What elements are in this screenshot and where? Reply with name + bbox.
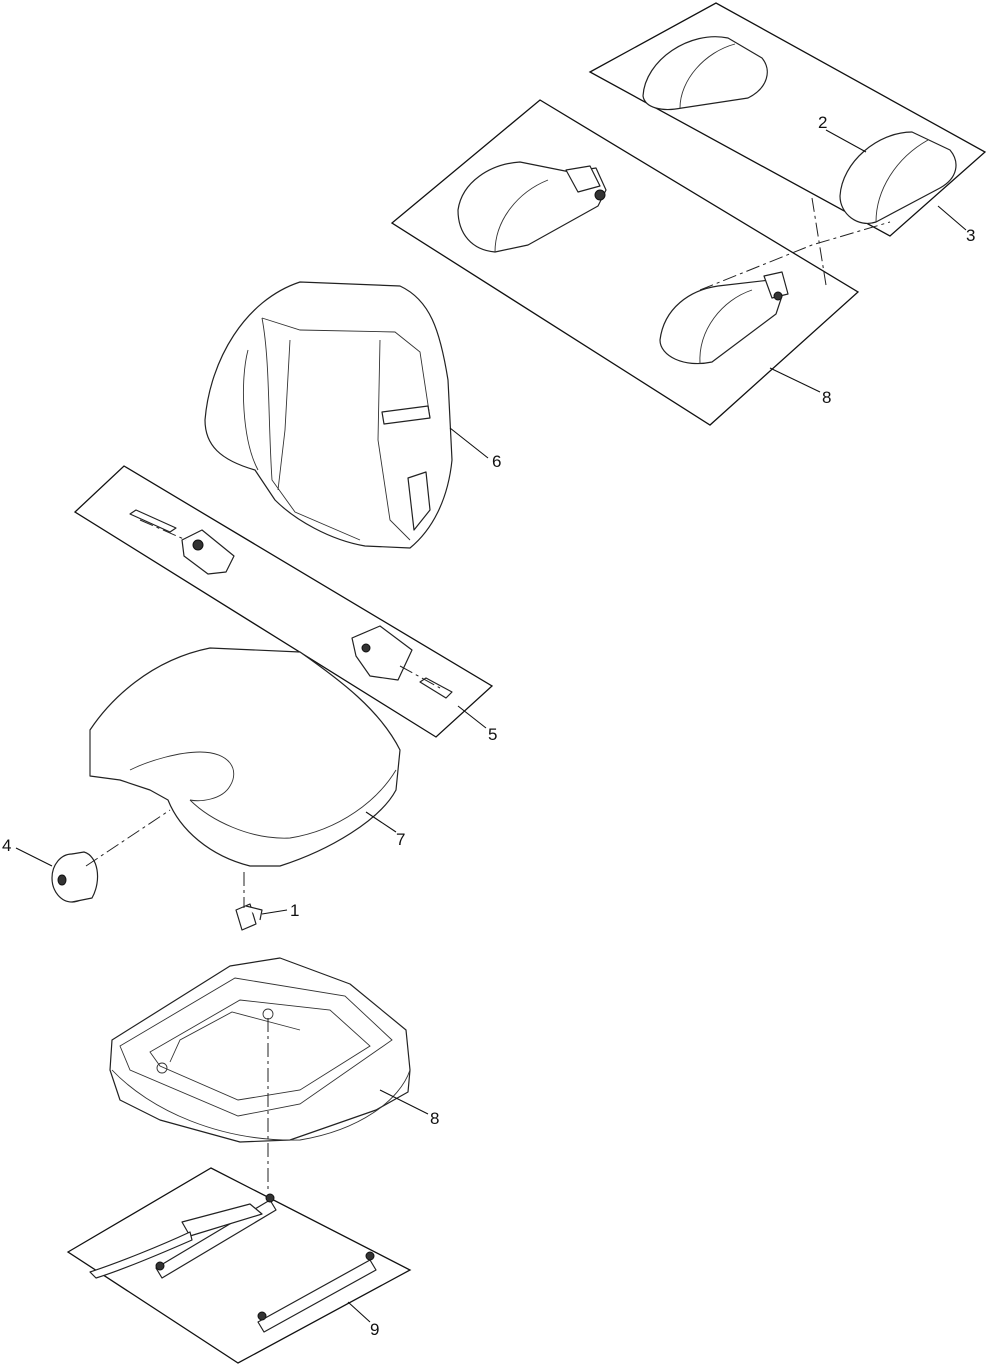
clip-part bbox=[235, 903, 263, 931]
slide-rail-with-lever bbox=[89, 1193, 277, 1279]
seat-pan bbox=[109, 957, 411, 1143]
seat-belt-kit-panel bbox=[73, 465, 494, 738]
callout-6: 6 bbox=[492, 452, 501, 471]
callout-4: 4 bbox=[2, 836, 11, 855]
armrest-pads-kit-panel bbox=[588, 2, 987, 237]
seat-cushion bbox=[89, 647, 401, 867]
armrest-left bbox=[457, 161, 607, 253]
seat-back-cushion bbox=[204, 281, 453, 549]
belt-latch-assembly bbox=[129, 509, 235, 575]
seat-slide-kit-panel bbox=[66, 1167, 412, 1364]
callout-5: 5 bbox=[488, 725, 497, 744]
armrest-right bbox=[659, 271, 789, 365]
callout-2: 2 bbox=[818, 113, 827, 132]
callout-1: 1 bbox=[290, 901, 299, 920]
callout-8-top: 8 bbox=[822, 388, 831, 407]
slide-rail-plain bbox=[257, 1251, 377, 1333]
callout-3: 3 bbox=[966, 226, 975, 245]
belt-buckle-assembly bbox=[351, 625, 453, 699]
armrest-pad-right bbox=[839, 131, 957, 224]
callout-7: 7 bbox=[396, 830, 405, 849]
armrest-pad-left bbox=[642, 36, 768, 111]
callout-9: 9 bbox=[370, 1320, 379, 1339]
leader-lines bbox=[15, 129, 967, 1323]
assembly-center-lines bbox=[85, 809, 269, 1192]
adjustment-knob bbox=[51, 851, 99, 903]
callout-8-bottom: 8 bbox=[430, 1109, 439, 1128]
armrest-assembly-kit-panel bbox=[390, 99, 891, 426]
